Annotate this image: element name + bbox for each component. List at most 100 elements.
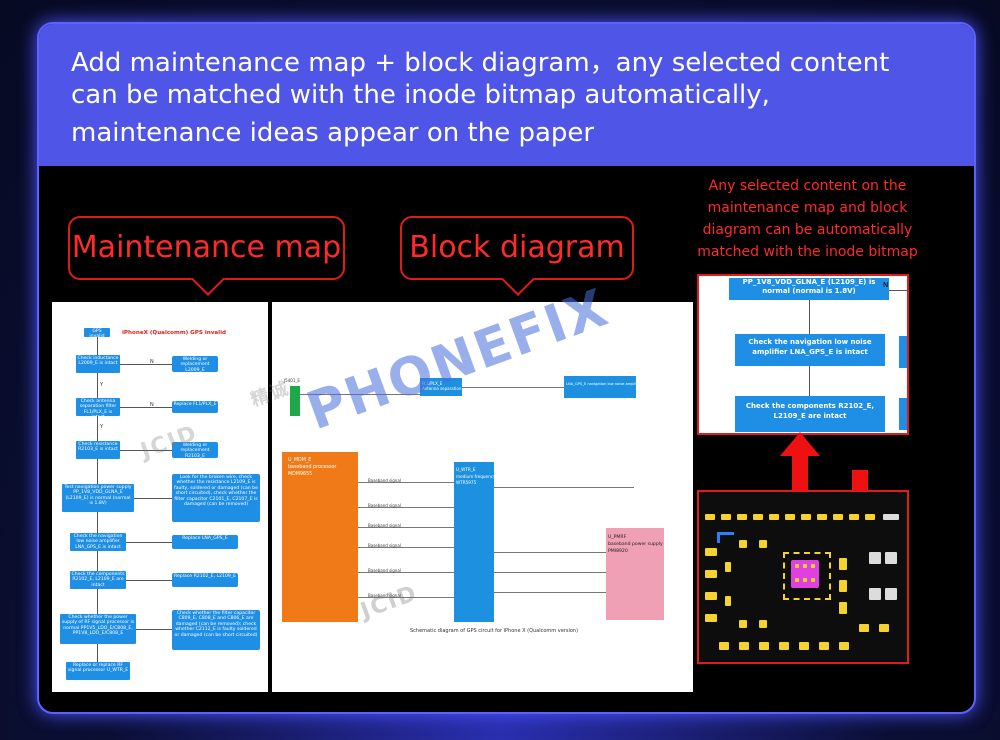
zoom-connector	[809, 366, 810, 396]
signal-line	[494, 592, 606, 593]
board-pad	[725, 562, 731, 572]
header-line-1: Add maintenance map + block diagram，any …	[71, 48, 890, 78]
signal-line	[358, 507, 454, 508]
zoomed-flowchart[interactable]: PP_1V8_VDD_GLNA_E (L2109_E) is normal (n…	[697, 274, 909, 435]
flow-connector	[97, 337, 98, 355]
flow-action-5[interactable]: Replace LNA_GPS_E	[172, 535, 238, 549]
header-line-3: maintenance ideas appear on the paper	[71, 118, 595, 148]
flow-action-2[interactable]: Replace FL1/PLX_E	[172, 401, 218, 413]
flow-final[interactable]: Replace or replace RF signal processor U…	[66, 662, 130, 680]
board-pad	[859, 624, 869, 632]
signal-line	[462, 387, 564, 388]
zoom-side-box	[899, 336, 907, 368]
callout-maintenance-map-label: Maintenance map	[71, 230, 342, 265]
antenna-connector	[290, 386, 300, 416]
zoom-box-components[interactable]: Check the components R2102_E, L2109_E ar…	[735, 396, 885, 432]
flow-check-5[interactable]: Check the navigation low noise amplifier…	[70, 533, 126, 551]
header-line-2: can be matched with the inode bitmap aut…	[71, 80, 770, 110]
zoom-box-lna[interactable]: Check the navigation low noise amplifier…	[735, 334, 885, 366]
filter-block[interactable]	[420, 378, 462, 396]
maintenance-map-panel[interactable]: GPS invalid iPhoneX (Qualcomm) GPS inval…	[52, 302, 268, 692]
board-pad	[865, 514, 875, 520]
flow-check-6[interactable]: Check the components R2102_E, L2109_E ar…	[70, 571, 126, 589]
lna-block[interactable]	[564, 376, 636, 398]
board-pad	[883, 514, 899, 520]
flow-check-2[interactable]: Check antenna separation filter FL1/PLX_…	[76, 398, 120, 416]
board-pad	[759, 642, 769, 650]
rf-processor-block[interactable]	[454, 462, 494, 622]
board-pad	[739, 540, 747, 548]
auto-match-note: Any selected content on the maintenance …	[697, 178, 918, 260]
board-pad	[785, 514, 795, 520]
signal-label: Baseband signal	[368, 523, 401, 528]
board-pad	[725, 596, 731, 606]
board-pad	[839, 602, 847, 614]
board-pad	[705, 514, 715, 520]
flow-yes-mark: Y	[100, 382, 104, 388]
flow-check-3[interactable]: Check resistance R2103_E is intact	[76, 441, 120, 459]
flow-connector	[126, 580, 172, 581]
signal-line	[494, 572, 606, 573]
block-diagram-panel[interactable]: J5401_E FL1/PLX_E Antenna separation fil…	[272, 302, 693, 692]
board-pad	[705, 570, 717, 578]
board-pad	[753, 514, 763, 520]
flow-action-7[interactable]: Check whether the filter capacitor C809_…	[172, 610, 260, 650]
signal-label: Baseband signal	[368, 568, 401, 573]
flow-check-1[interactable]: Check inductance L2009_E is intact	[76, 355, 120, 373]
flow-connector	[97, 459, 98, 484]
signal-line	[494, 552, 606, 553]
header-banner: Add maintenance map + block diagram，any …	[39, 24, 974, 166]
board-pad	[849, 514, 859, 520]
selected-chip-outline	[783, 552, 831, 600]
board-pad	[803, 578, 807, 582]
signal-line	[358, 597, 454, 598]
board-pad	[705, 614, 717, 622]
flow-check-4[interactable]: Test navigation power supply PP_1V8_VDD_…	[62, 484, 134, 512]
board-pad	[799, 642, 809, 650]
baseband-processor-block[interactable]	[282, 452, 358, 622]
board-pad	[839, 558, 847, 570]
flow-yes-mark: Y	[100, 424, 104, 430]
baseband-power-block[interactable]	[606, 528, 664, 620]
flow-connector	[97, 551, 98, 571]
flow-connector	[120, 450, 172, 451]
zoom-box-power[interactable]: PP_1V8_VDD_GLNA_E (L2109_E) is normal (n…	[729, 278, 889, 300]
flow-action-1[interactable]: Welding or replacement L2009_E	[172, 356, 218, 372]
board-pad	[769, 514, 779, 520]
inode-bitmap-board[interactable]	[697, 490, 909, 664]
board-pad	[869, 588, 881, 600]
board-pad	[879, 624, 889, 632]
flow-action-6[interactable]: Replace R2102_E, L2109_E	[172, 573, 238, 587]
signal-line	[494, 487, 634, 488]
flow-connector	[97, 589, 98, 614]
board-pad	[795, 578, 799, 582]
flow-connector	[120, 407, 172, 408]
signal-label: Baseband signal	[368, 543, 401, 548]
flow-start[interactable]: GPS invalid	[84, 328, 110, 337]
flow-connector	[126, 542, 172, 543]
board-trace	[717, 532, 734, 543]
callout-maintenance-map: Maintenance map	[68, 216, 345, 296]
board-pad	[759, 620, 767, 628]
flow-title: iPhoneX (Qualcomm) GPS invalid	[122, 330, 227, 336]
board-pad	[811, 564, 815, 568]
board-pad	[817, 514, 827, 520]
flow-check-7[interactable]: Check whether the power supply of RF sig…	[60, 614, 136, 644]
board-pad	[705, 592, 717, 600]
board-pad	[739, 620, 747, 628]
board-pad	[869, 552, 881, 564]
board-pad	[839, 580, 847, 592]
flow-connector	[134, 498, 172, 499]
zoom-side-box	[899, 398, 907, 430]
board-pad	[811, 578, 815, 582]
flow-action-4[interactable]: Look for the broken wire, check whether …	[172, 474, 260, 522]
board-pad	[719, 642, 729, 650]
board-pad	[801, 514, 811, 520]
callout-block-diagram: Block diagram	[400, 216, 634, 296]
flow-action-3[interactable]: Welding or replacement R2103_E	[172, 442, 218, 458]
callout-block-diagram-label: Block diagram	[409, 230, 625, 265]
zoom-no-mark: N	[883, 281, 889, 289]
rf-label: U_WTR_E medium frequency IC WTR5975	[456, 467, 502, 485]
diagram-caption: Schematic diagram of GPS circuit for iPh…	[410, 628, 579, 634]
connector-label: J5401_E	[284, 378, 300, 383]
